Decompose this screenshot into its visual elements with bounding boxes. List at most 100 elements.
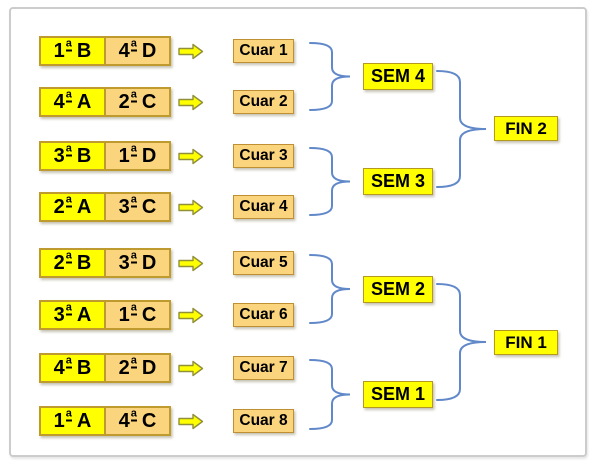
- quarterfinal-label: Cuar 4: [239, 198, 288, 215]
- seed-number: 1: [53, 40, 65, 62]
- semifinal-box: SEM 4: [363, 63, 433, 90]
- seed-number: 4: [53, 91, 65, 113]
- seed-number: 4: [53, 357, 65, 379]
- seed-number: 2: [118, 357, 130, 379]
- quarterfinal-label: Cuar 1: [239, 42, 288, 59]
- group-letter: C: [141, 410, 157, 432]
- quarterfinal-label: Cuar 8: [239, 412, 288, 429]
- quarterfinal-box: Cuar 1: [233, 39, 294, 63]
- group-letter: C: [141, 91, 157, 113]
- final-box: FIN 1: [494, 330, 558, 355]
- seed-number: 2: [53, 196, 65, 218]
- ordinal-indicator: a: [130, 88, 137, 103]
- ordinal-indicator: a: [130, 249, 137, 264]
- ordinal-indicator: a: [130, 301, 137, 316]
- seed-number: 3: [118, 252, 130, 274]
- right-arrow-icon: [178, 307, 204, 324]
- diagram-frame: [9, 7, 587, 457]
- seed-number: 1: [118, 145, 130, 167]
- semifinal-label: SEM 2: [370, 279, 426, 299]
- group-letter: D: [141, 357, 157, 379]
- quarterfinal-box: Cuar 2: [233, 90, 294, 114]
- quarterfinal-label: Cuar 6: [239, 306, 288, 323]
- ordinal-indicator: a: [130, 407, 137, 422]
- quarterfinal-label: Cuar 7: [239, 359, 288, 376]
- ordinal-indicator: a: [65, 88, 72, 103]
- ordinal-indicator: a: [65, 37, 72, 52]
- final-label: FIN 2: [505, 118, 547, 138]
- group-letter: A: [76, 196, 92, 218]
- semifinal-label: SEM 1: [370, 384, 426, 404]
- quarterfinal-box: Cuar 5: [233, 251, 294, 275]
- ordinal-indicator: a: [65, 407, 72, 422]
- seed-number: 3: [118, 196, 130, 218]
- ordinal-indicator: a: [130, 193, 137, 208]
- ordinal-indicator: a: [65, 354, 72, 369]
- group-letter: C: [141, 304, 157, 326]
- semifinal-box: SEM 1: [363, 381, 433, 408]
- seed-number: 2: [53, 252, 65, 274]
- final-box: FIN 2: [494, 116, 558, 141]
- right-arrow-icon: [178, 360, 204, 377]
- quarterfinal-box: Cuar 8: [233, 409, 294, 433]
- ordinal-indicator: a: [65, 249, 72, 264]
- seed-number: 3: [53, 145, 65, 167]
- semifinal-label: SEM 4: [370, 66, 426, 86]
- quarterfinal-box: Cuar 3: [233, 144, 294, 168]
- quarterfinal-box: Cuar 6: [233, 303, 294, 327]
- seed-number: 4: [118, 40, 130, 62]
- group-letter: B: [76, 252, 92, 274]
- semifinal-box: SEM 2: [363, 276, 433, 303]
- ordinal-indicator: a: [130, 142, 137, 157]
- group-letter: A: [76, 410, 92, 432]
- right-arrow-icon: [178, 199, 204, 216]
- seed-number: 2: [118, 91, 130, 113]
- seed-number: 1: [53, 410, 65, 432]
- group-letter: B: [76, 145, 92, 167]
- final-label: FIN 1: [505, 332, 547, 352]
- right-arrow-icon: [178, 43, 204, 60]
- semifinal-label: SEM 3: [370, 171, 426, 191]
- seed-number: 1: [118, 304, 130, 326]
- right-arrow-icon: [178, 413, 204, 430]
- quarterfinal-box: Cuar 4: [233, 195, 294, 219]
- ordinal-indicator: a: [130, 354, 137, 369]
- group-letter: D: [141, 252, 157, 274]
- ordinal-indicator: a: [65, 142, 72, 157]
- quarterfinal-box: Cuar 7: [233, 356, 294, 380]
- group-letter: A: [76, 304, 92, 326]
- quarterfinal-label: Cuar 3: [239, 147, 288, 164]
- group-letter: D: [141, 145, 157, 167]
- right-arrow-icon: [178, 94, 204, 111]
- semifinal-box: SEM 3: [363, 168, 433, 195]
- quarterfinal-label: Cuar 5: [239, 254, 288, 271]
- right-arrow-icon: [178, 148, 204, 165]
- ordinal-indicator: a: [65, 193, 72, 208]
